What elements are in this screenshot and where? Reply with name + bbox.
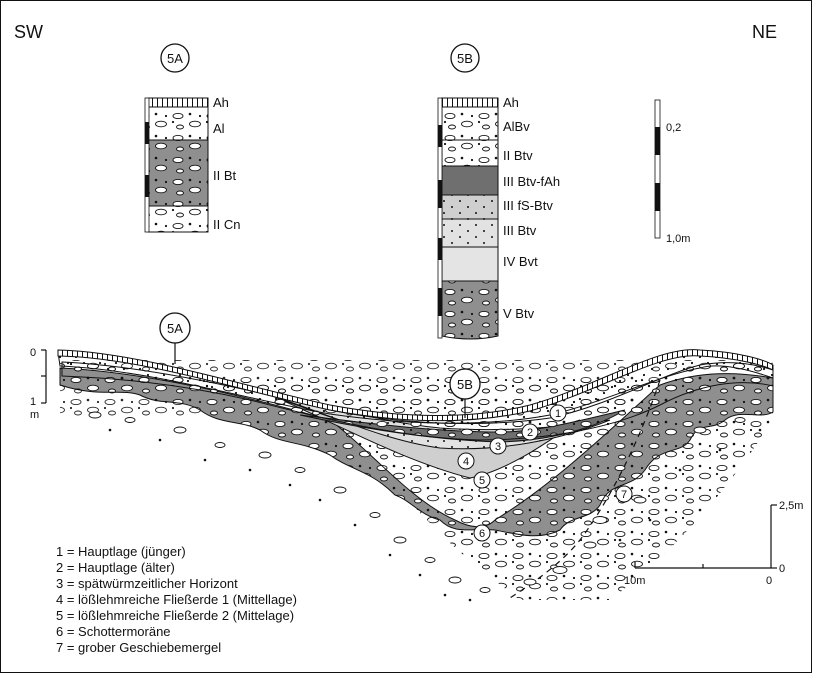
horizontal-scale-bar: 10m 0: [624, 562, 772, 587]
layer-marker-7: 7: [615, 485, 633, 503]
depth-scale-bottom: 1: [30, 396, 36, 408]
layer-marker-6: 6: [473, 524, 491, 542]
section-marker-5a: 5A: [159, 312, 191, 364]
section-marker-5a-label: 5A: [167, 321, 183, 336]
profile-5a-horizon: II Bt: [213, 168, 237, 183]
profile-5b-horizon: Ah: [503, 95, 519, 110]
profile-5b-label: 5B: [457, 51, 473, 66]
legend: 1 = Hauptlage (jünger) 2 = Hauptlage (äl…: [56, 544, 297, 655]
svg-text:2: 2: [527, 427, 533, 439]
profile-5b-horizon: IV Bvt: [503, 254, 538, 269]
profile-5b: 5B Ah AlBv II Btv III Btv-fAh III fS-Btv…: [437, 43, 560, 340]
svg-text:4: 4: [463, 456, 469, 468]
profile-5b-horizon: AlBv: [503, 119, 530, 134]
svg-text:7: 7: [621, 489, 627, 501]
profile-scale-bottom: 1,0m: [666, 233, 690, 245]
svg-text:3: 3: [495, 441, 501, 453]
layer-number-markers: 1 2 3 4 5 6 7: [457, 404, 633, 542]
profile-5b-horizon: II Btv: [503, 148, 533, 163]
layer-marker-3: 3: [489, 437, 507, 455]
section-marker-5b-label: 5B: [457, 377, 473, 392]
layer-marker-1: 1: [549, 404, 567, 422]
vertical-scale-top: 2,5m: [779, 500, 803, 512]
profile-5a-marker: [160, 43, 190, 73]
profile-5a-horizon: Ah: [213, 95, 229, 110]
orientation-sw-label: SW: [14, 22, 43, 42]
orientation-ne-label: NE: [752, 22, 777, 42]
depth-scale: 0 1 m: [30, 347, 47, 421]
svg-text:5: 5: [479, 475, 485, 487]
layer-marker-2: 2: [521, 423, 539, 441]
profile-5a-label: 5A: [167, 51, 183, 66]
horizontal-scale-right: 0: [766, 575, 772, 587]
svg-text:6: 6: [479, 528, 485, 540]
profile-scale-top: 0,2: [666, 122, 681, 134]
legend-item: 5 = lößlehmreiche Fließerde 2 (Mittelage…: [56, 608, 294, 623]
legend-item: 4 = lößlehmreiche Fließerde 1 (Mittellag…: [56, 592, 297, 607]
profile-5b-horizon: III Btv-fAh: [503, 174, 560, 189]
svg-text:1: 1: [555, 408, 561, 420]
legend-item: 2 = Hauptlage (älter): [56, 560, 175, 575]
horizontal-scale-left: 10m: [624, 575, 645, 587]
legend-item: 6 = Schottermoräne: [56, 624, 171, 639]
profile-scale-bar: 0,2 1,0m: [654, 99, 690, 245]
layer-marker-4: 4: [457, 452, 475, 470]
profile-5b-horizon: III Btv: [503, 223, 537, 238]
depth-scale-top: 0: [30, 347, 36, 359]
legend-item: 1 = Hauptlage (jünger): [56, 544, 186, 559]
profile-5a-horizon: Al: [213, 121, 225, 136]
depth-scale-unit: m: [30, 409, 39, 421]
profile-5b-marker: [450, 43, 480, 73]
profile-5a: 5A Ah Al II Bt II Cn: [144, 43, 240, 233]
profile-5a-horizon: II Cn: [213, 217, 240, 232]
layer-marker-5: 5: [473, 471, 491, 489]
profile-5b-horizon: III fS-Btv: [503, 198, 553, 213]
legend-item: 3 = spätwürmzeitlicher Horizont: [56, 576, 238, 591]
vertical-scale-bottom: 0: [779, 563, 785, 575]
vertical-scale-bar: 2,5m 0: [770, 500, 803, 575]
profile-5b-horizon: V Btv: [503, 306, 535, 321]
cross-section: [57, 349, 774, 602]
legend-item: 7 = grober Geschiebemergel: [56, 640, 221, 655]
section-marker-5b: 5B: [449, 368, 481, 418]
